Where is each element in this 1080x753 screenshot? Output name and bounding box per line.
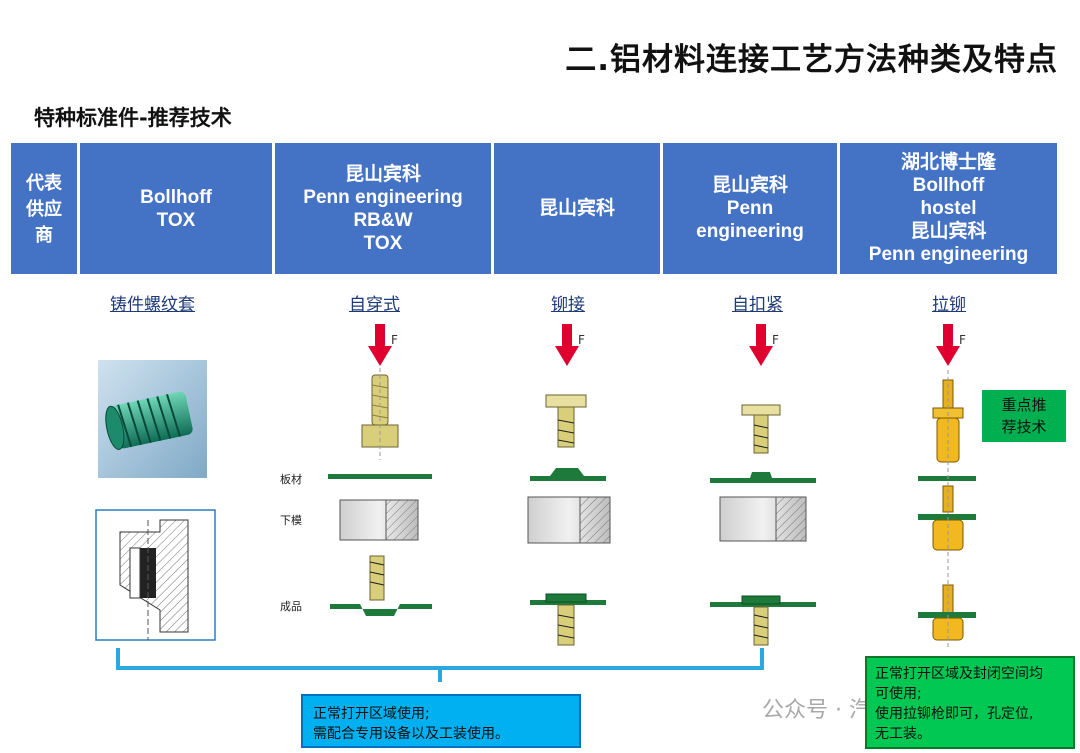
row-label-sheet: 板材 xyxy=(280,473,302,486)
header-col-riveting: 昆山宾科 xyxy=(494,143,660,274)
self-clinching-stud-illustration xyxy=(710,404,816,646)
header-line: 昆山宾科 xyxy=(910,221,987,242)
method-link-blind-rivet[interactable]: 拉铆 xyxy=(932,295,966,315)
header-line: TOX xyxy=(363,232,403,254)
header-line: 代表 xyxy=(26,172,62,193)
header-col-self-clinching: 昆山宾科 Penn engineering xyxy=(663,143,837,274)
header-line: 昆山宾科 xyxy=(344,163,421,185)
method-link-casting-insert[interactable]: 铸件螺纹套 xyxy=(110,295,195,315)
header-line: hostel xyxy=(920,198,977,219)
header-line: Penn xyxy=(726,198,774,219)
recommend-line: 重点推 xyxy=(1001,396,1047,414)
header-line: 昆山宾科 xyxy=(711,175,788,196)
self-piercing-stud-illustration xyxy=(328,368,432,616)
header-line: Penn engineering xyxy=(303,186,463,208)
force-label: F xyxy=(772,333,779,347)
rivet-stud-illustration xyxy=(527,394,611,646)
force-label: F xyxy=(391,333,398,347)
note-blind-rivet: 正常打开区域及封闭空间均 可使用; 使用拉铆枪即可，孔定位, 无工装。 xyxy=(865,656,1075,749)
note-line: 使用拉铆枪即可，孔定位, xyxy=(875,706,1034,722)
method-link-self-piercing[interactable]: 自穿式 xyxy=(349,295,400,315)
recommend-badge: 重点推 荐技术 xyxy=(982,390,1066,442)
header-line: TOX xyxy=(156,209,196,231)
header-line: 昆山宾科 xyxy=(538,198,615,219)
recommend-line: 荐技术 xyxy=(1001,418,1047,436)
note-line: 可使用; xyxy=(875,686,922,702)
note-normal-open-area: 正常打开区域使用; 需配合专用设备以及工装使用。 xyxy=(301,694,581,748)
note-line: 无工装。 xyxy=(875,726,931,742)
header-line: RB&W xyxy=(353,209,413,231)
row-label-die: 下模 xyxy=(280,514,302,527)
row-label-product: 成品 xyxy=(280,600,302,613)
range-bracket xyxy=(116,648,764,682)
header-line: 湖北博士隆 xyxy=(900,152,996,173)
header-line: Bollhoff xyxy=(912,175,985,196)
note-line: 正常打开区域及封闭空间均 xyxy=(875,666,1043,682)
method-link-riveting[interactable]: 铆接 xyxy=(551,295,585,315)
header-line: Bollhoff xyxy=(140,186,212,208)
force-label: F xyxy=(578,333,585,347)
header-col-self-piercing: 昆山宾科 Penn engineering RB&W TOX xyxy=(275,143,491,274)
method-link-self-clinching[interactable]: 自扣紧 xyxy=(732,295,783,315)
page-title: 二.铝材料连接工艺方法种类及特点 xyxy=(565,42,1058,78)
header-col-blind-rivet: 湖北博士隆 Bollhoff hostel 昆山宾科 Penn engineer… xyxy=(840,143,1057,274)
force-label: F xyxy=(959,333,966,347)
header-line: 供应 xyxy=(26,198,62,219)
blind-rivet-illustration xyxy=(918,370,976,650)
header-line: engineering xyxy=(696,221,804,242)
note-line: 需配合专用设备以及工装使用。 xyxy=(313,726,509,742)
section-subtitle: 特种标准件-推荐技术 xyxy=(34,106,232,130)
header-col-casting-insert: Bollhoff TOX xyxy=(80,143,272,274)
coil-insert-photo xyxy=(98,360,207,478)
header-supplier-label: 代表 供应 商 xyxy=(11,143,77,274)
header-line: Penn engineering xyxy=(868,244,1029,265)
header-line: 商 xyxy=(35,224,53,245)
casting-insert-section-drawing xyxy=(95,509,216,641)
note-line: 正常打开区域使用; xyxy=(313,706,430,722)
force-arrows xyxy=(368,324,960,366)
